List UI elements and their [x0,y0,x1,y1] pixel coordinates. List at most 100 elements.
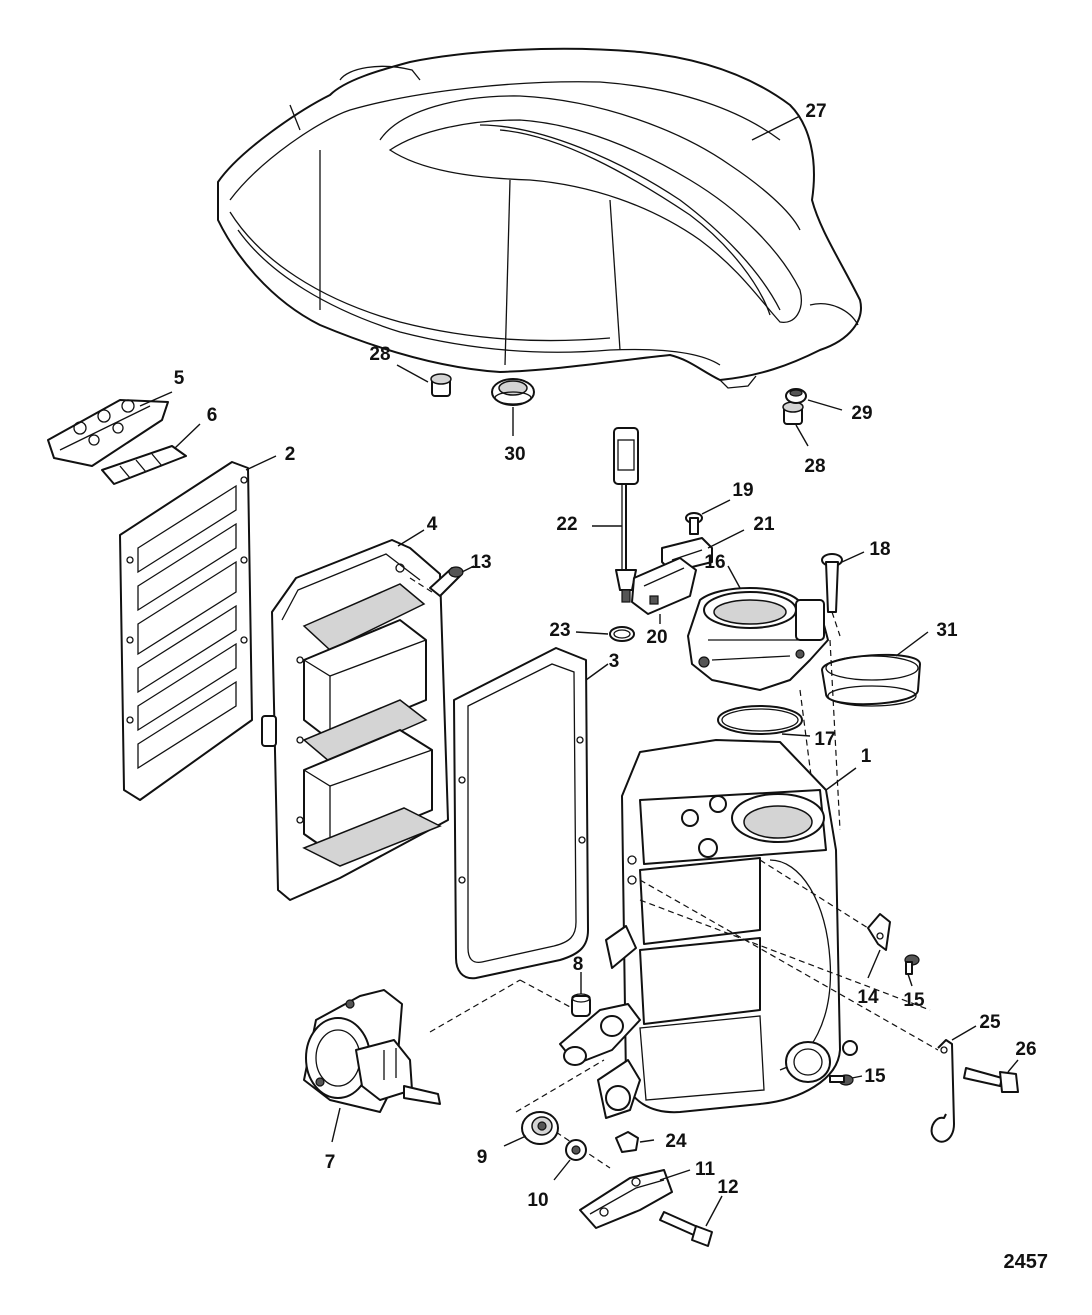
bolt-bracket [685,512,703,535]
sensor-probe [613,427,639,603]
starter-solenoid [303,989,441,1113]
callout-15-lower-label: 15 [864,1066,886,1087]
dash-manifold-clamp [639,879,939,1051]
callout-28-left: 28 [369,344,429,383]
mount-bracket [579,1169,673,1229]
callout-17-label: 17 [814,729,835,750]
callout-6-label: 6 [207,405,218,426]
washer [565,1139,587,1161]
callout-7-label: 7 [325,1152,336,1173]
callout-19: 19 [701,480,754,515]
callout-29-label: 29 [851,403,872,424]
dash-solenoid-1 [429,979,521,1033]
grommet-mount [521,1111,559,1145]
connector [631,557,697,615]
callout-15-lower: 15 [851,1066,886,1087]
dash-manifold-clamp-2 [639,899,931,1011]
intake-manifold [559,739,858,1119]
fitting [571,993,591,1017]
callout-25-label: 25 [979,1012,1001,1033]
adapter-ring [821,653,921,707]
callout-1: 1 [825,746,872,791]
callout-24-label: 24 [665,1131,687,1152]
callout-7: 7 [325,1107,341,1173]
screw-manifold [829,1074,854,1086]
p-clamp [930,1039,955,1143]
grommet-left [430,373,452,397]
dash-manifold-clip [759,859,869,929]
callout-5-label: 5 [174,368,185,389]
callout-9: 9 [477,1135,527,1168]
callout-14-label: 14 [857,987,879,1008]
dash-solenoid-2 [519,979,573,1009]
callout-13: 13 [461,552,492,573]
callout-3: 3 [585,651,619,681]
dash-reed-screw [409,577,433,593]
screw-reed-housing [429,566,464,597]
figure-number: 2457 [1004,1251,1049,1273]
callout-10-label: 10 [527,1190,548,1211]
callout-28-right-label: 28 [804,456,825,477]
callout-9-label: 9 [477,1147,488,1168]
reed-petals [101,445,187,485]
callout-10: 10 [527,1159,571,1211]
intake-plenum-cover [217,47,862,389]
callout-23: 23 [549,620,609,641]
dash-throttle-manifold-1 [799,689,819,831]
callout-12-label: 12 [717,1177,738,1198]
reed-block [47,399,169,467]
callout-15-upper: 15 [903,973,925,1011]
callout-31: 31 [895,620,958,657]
callout-28-left-label: 28 [369,344,390,365]
callout-23-label: 23 [549,620,570,641]
callout-28-right: 28 [795,424,826,477]
callout-19-label: 19 [732,480,753,501]
callout-13-label: 13 [470,552,491,573]
callout-5: 5 [139,368,185,407]
bolt-clamp [963,1067,1019,1093]
dash-mount-1 [515,1059,605,1113]
callout-21-label: 21 [753,514,775,535]
dash-throttle-bolt [831,611,841,637]
callout-20: 20 [646,614,668,648]
throttle-oring [717,705,803,735]
callout-16-label: 16 [704,552,725,573]
dash-throttle-manifold-2 [829,639,841,831]
reed-housing [261,539,449,901]
grommet-small [785,388,807,404]
callout-25: 25 [951,1012,1001,1041]
callout-11: 11 [659,1159,716,1181]
callout-29: 29 [807,399,873,424]
callout-4: 4 [397,514,438,547]
bolt-mount [659,1211,713,1247]
screw-clip [904,954,920,975]
callout-18-label: 18 [869,539,890,560]
callout-27-label: 27 [805,101,826,122]
callout-14: 14 [857,949,881,1008]
grommet-right [782,401,804,425]
callout-2: 2 [245,444,295,471]
hose-clip [615,1131,639,1153]
callout-22: 22 [556,514,622,535]
callout-30: 30 [504,407,526,465]
callout-16: 16 [704,552,741,589]
callout-6: 6 [174,405,218,449]
callout-8-label: 8 [573,954,584,975]
gasket-center [453,647,589,980]
clip [867,913,891,951]
callout-18: 18 [841,539,891,563]
callout-15-upper-label: 15 [903,990,925,1011]
callout-26: 26 [1007,1039,1037,1073]
gasket-left [119,461,253,801]
callout-27: 27 [751,101,827,141]
callout-1-label: 1 [861,746,872,767]
callout-26-label: 26 [1015,1039,1036,1060]
callout-8: 8 [573,954,584,994]
callout-11-label: 11 [695,1159,716,1180]
sensor-oring [609,626,635,642]
callout-30-label: 30 [504,444,525,465]
callout-20-label: 20 [646,627,667,648]
callout-22-label: 22 [556,514,577,535]
